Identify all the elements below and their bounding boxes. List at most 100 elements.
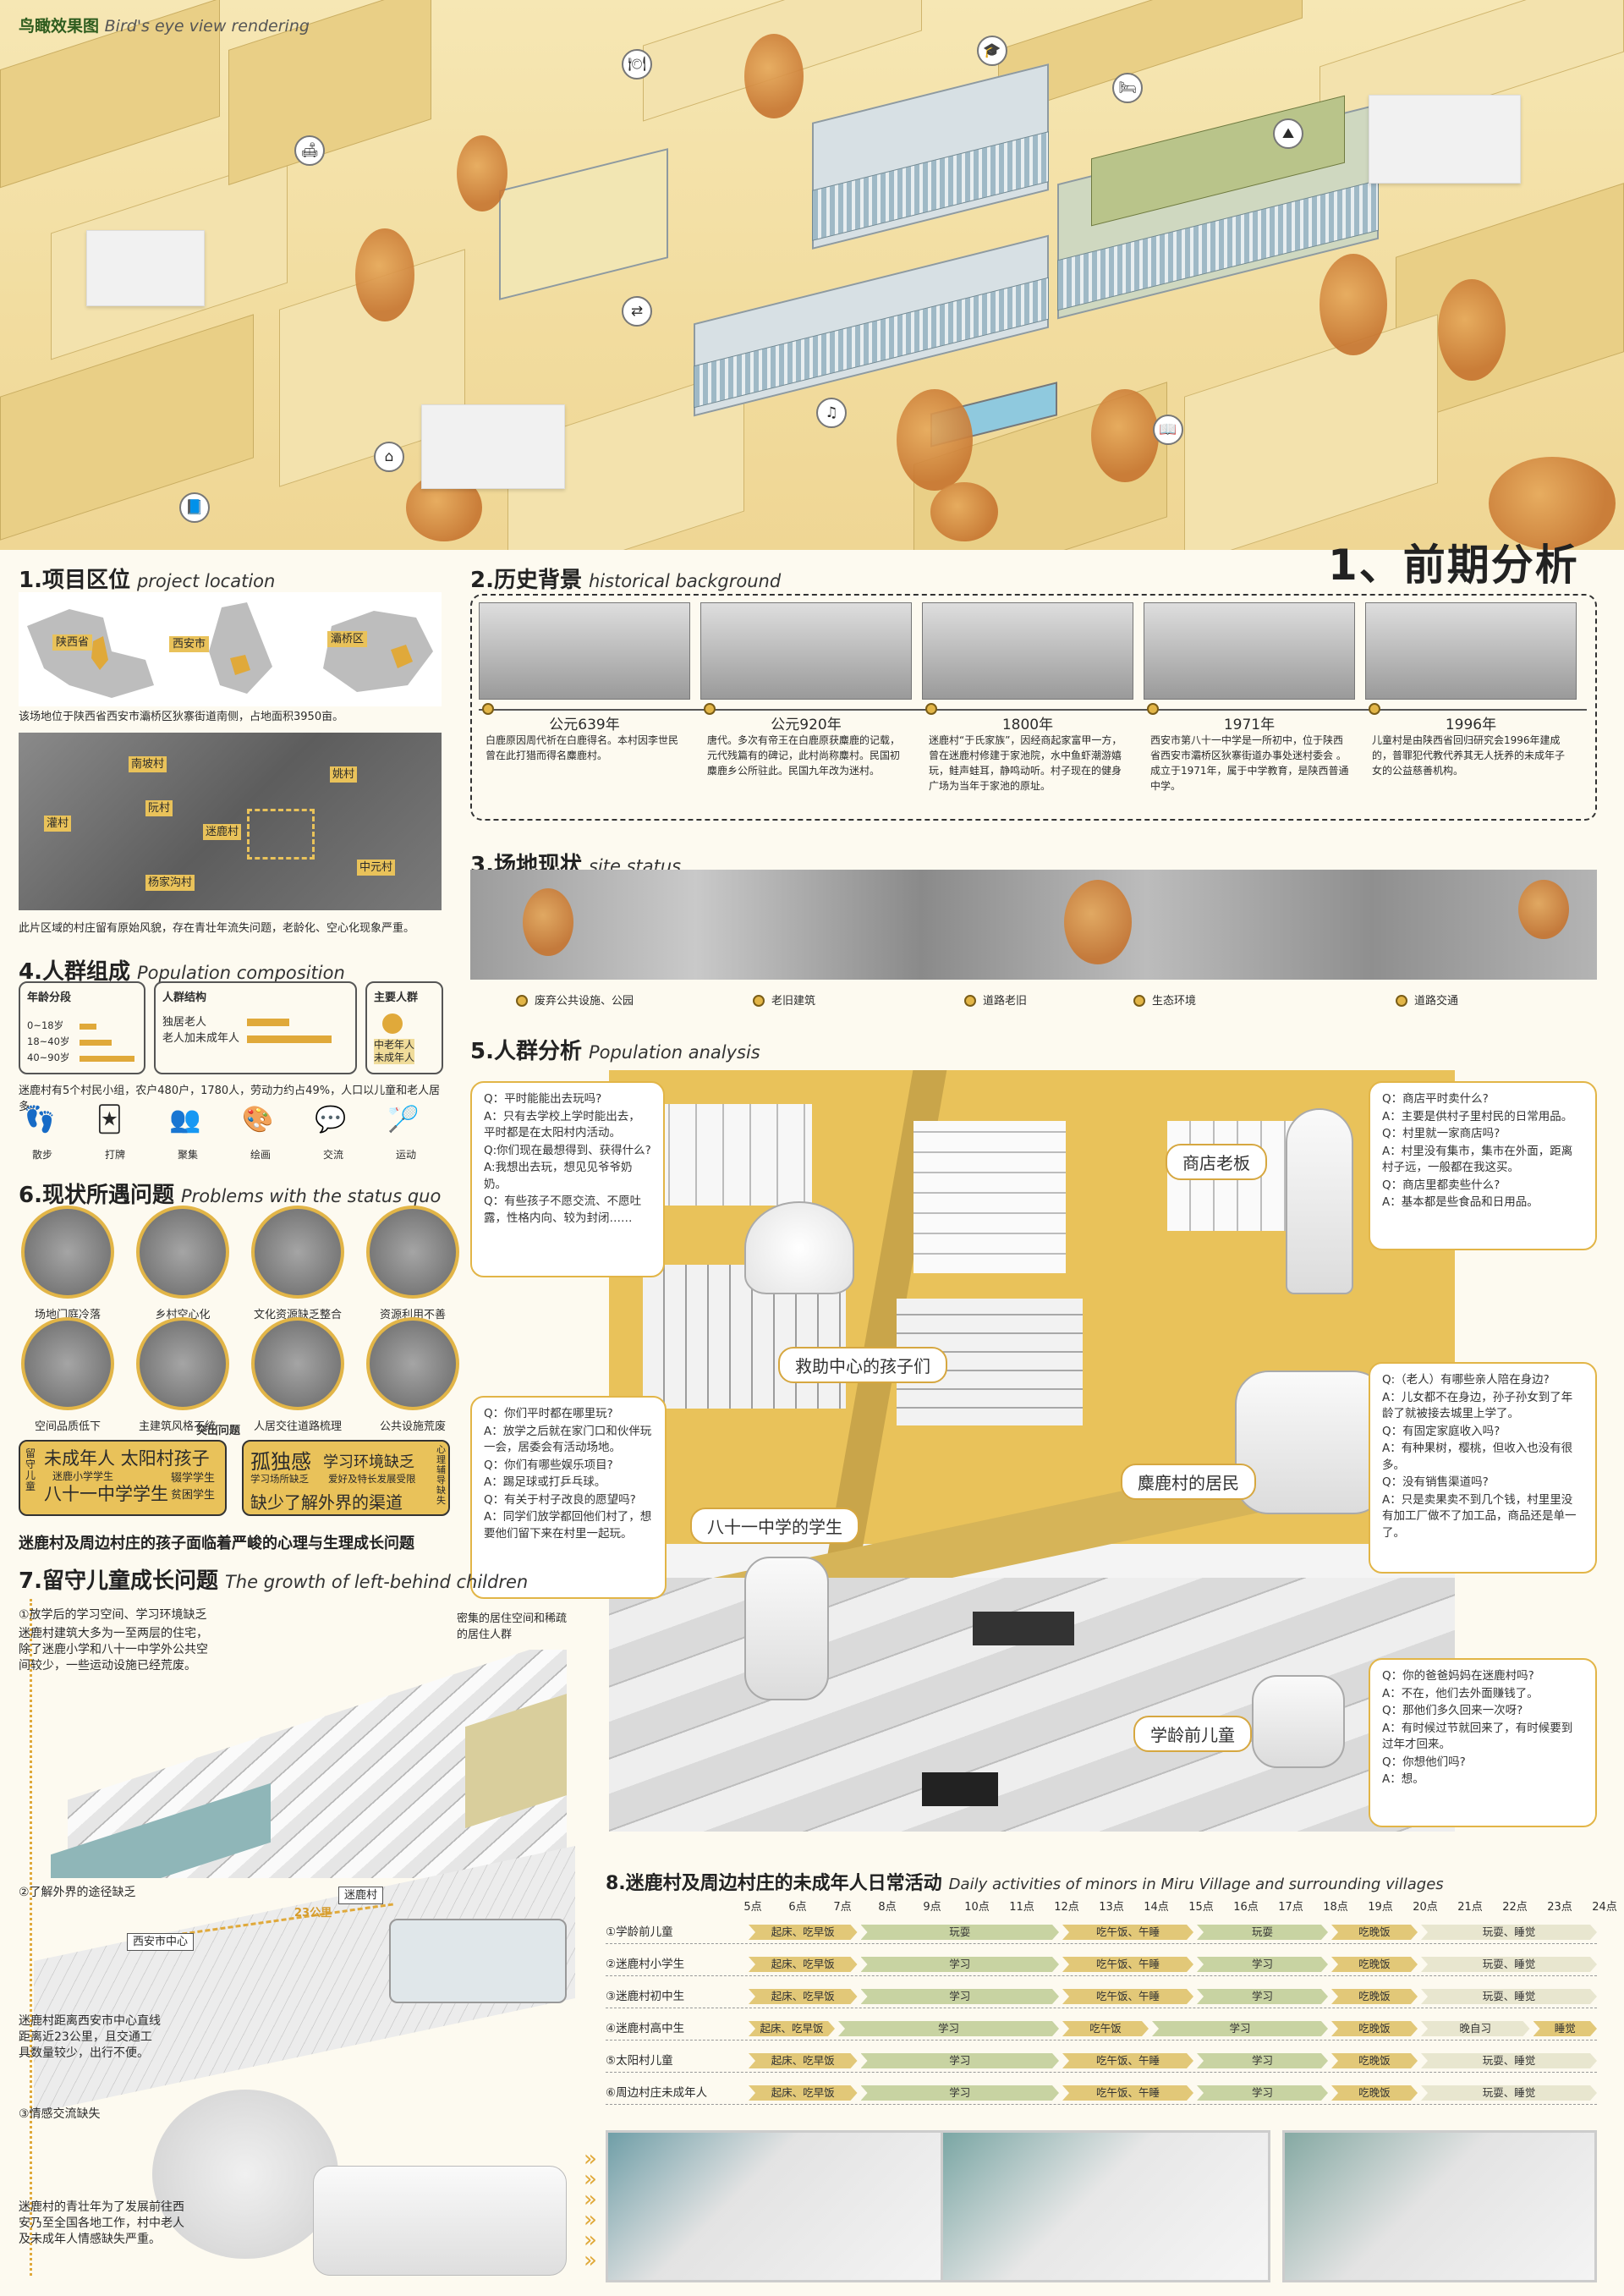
interview-line: Q：你的爸爸妈妈在迷鹿村吗? — [1382, 1669, 1534, 1683]
problem-label: 资源利用不善 — [379, 1309, 446, 1321]
chip-sub: 迷鹿小学学生 — [52, 1470, 114, 1482]
problem-label: 主建筑风格不统一 — [138, 1420, 227, 1433]
village-label: 杨家沟村 — [145, 875, 195, 891]
schedule-bar: 玩耍、睡觉 — [1421, 2085, 1597, 2101]
schedule-divider — [606, 2104, 1597, 2105]
timeline-year: 公元639年 — [549, 717, 620, 733]
highlight-label: 突出问题 — [196, 1425, 241, 1437]
tag-rescue-children: 救助中心的孩子们 — [778, 1347, 947, 1383]
aerial-map: 南坡村 姚村 灌村 阮村 迷鹿村 杨家沟村 中元村 — [19, 733, 442, 910]
elderly-figure — [1235, 1370, 1387, 1514]
route-end: 西安市中心 — [127, 1933, 195, 1951]
interview-line: Q：你们有哪些娱乐项目? — [484, 1458, 613, 1472]
activity-label: 聚集 — [177, 1149, 198, 1161]
schedule-bar: 学习 — [1197, 1957, 1328, 1972]
activity-label: 运动 — [395, 1149, 416, 1161]
interview-line: Q：没有销售渠道吗? — [1382, 1475, 1489, 1489]
education-icon: 🎓 — [977, 36, 1007, 66]
main-group-label: 中老年人 未成年人 — [374, 1039, 415, 1064]
interview-line: Q：那他们多久回来一次呀? — [1382, 1704, 1523, 1717]
site-dot — [1396, 995, 1407, 1007]
interview-line: Q：村里就一家商店吗? — [1382, 1127, 1501, 1140]
dense-village-model — [25, 1650, 567, 1878]
schedule-divider — [606, 2040, 1597, 2041]
main-group-title: 主要人群 — [374, 991, 419, 1004]
tag-villagers: 麋鹿村的居民 — [1121, 1464, 1256, 1500]
family-figures — [313, 2166, 567, 2276]
chip-main: 八十一中学学生 — [44, 1484, 168, 1504]
schedule-bar: 玩耍、睡觉 — [1421, 1925, 1597, 1940]
footprint-icon: 👣 — [24, 1105, 56, 1134]
schedule-bar: 起床、吃早饭 — [749, 1989, 858, 2004]
schedule-row-label: ②迷鹿村小学生 — [606, 1958, 685, 1971]
timeline-dot — [704, 703, 716, 715]
schedule-row-label: ①学龄前儿童 — [606, 1925, 673, 1939]
hour-label: 12点 — [1054, 1901, 1079, 1914]
age-row: 40~90岁 — [27, 1050, 137, 1066]
bed-icon: 🛏 — [1112, 73, 1143, 103]
shop-owner-figure — [1286, 1108, 1353, 1294]
hour-label: 10点 — [964, 1901, 990, 1914]
route-start: 迷鹿村 — [338, 1887, 384, 1904]
hour-label: 9点 — [923, 1901, 941, 1914]
schedule-bar: 睡觉 — [1533, 2021, 1598, 2036]
racket-icon: 🏸 — [387, 1105, 420, 1134]
map-label-shaanxi: 陕西省 — [52, 634, 93, 651]
timeline-text: 迷鹿村“于氏家族”，因经商起家富甲一方，曾在迷鹿村修建于家池院，水中鱼虾潮游嬉玩… — [929, 734, 1122, 792]
interview-line: Q：有些孩子不愿交流、不愿吐露，性格内向、较为封闭…… — [484, 1195, 642, 1225]
site-status-label: 废弃公共设施、公园 — [535, 995, 634, 1008]
problem-photo — [366, 1206, 459, 1299]
interview-shop-owner: Q：商店平时卖什么?A：主要是供村子里村民的日常用品。Q：村里就一家商店吗?A：… — [1369, 1081, 1597, 1250]
timeline-year: 1996年 — [1445, 717, 1497, 733]
hour-label: 11点 — [1009, 1901, 1034, 1914]
interview-preschool: Q：你的爸爸妈妈在迷鹿村吗?A：不在，他们去外面赚钱了。Q：那他们多久回来一次呀… — [1369, 1658, 1597, 1827]
growth-problem-2-text: 迷鹿村距离西安市中心直线距离近23公里，且交通工具数量较少，出行不便。 — [19, 2014, 161, 2060]
schedule-bar: 吃午饭、午睡 — [1062, 2085, 1193, 2101]
interview-line: Q：商店平时卖什么? — [1382, 1092, 1489, 1106]
gather-icon: 👥 — [169, 1105, 201, 1134]
village-label: 姚村 — [330, 766, 358, 783]
problem-photo — [136, 1206, 229, 1299]
interview-villagers: Q:（老人）有哪些亲人陪在身边?A：儿女都不在身边，孙子孙女到了年龄了就被接去城… — [1369, 1362, 1597, 1574]
interview-line: A:我想出去玩，想见见爷爷奶奶。 — [484, 1161, 633, 1191]
schedule-bar: 学习 — [838, 2021, 1059, 2036]
location-maps: 陕西省 西安市 灞桥区 — [19, 592, 442, 706]
interview-line: A：有种果树，樱桃，但收入也没有很多。 — [1382, 1442, 1573, 1472]
schedule-bar: 玩耍、睡觉 — [1421, 2053, 1597, 2068]
site-status-strip — [470, 870, 1597, 980]
activity-label: 绘画 — [250, 1149, 271, 1161]
schedule-bar: 学习 — [1197, 1989, 1328, 2004]
schedule-bar: 学习 — [861, 2053, 1060, 2068]
site-dot — [516, 995, 528, 1007]
interview-line: A：想。 — [1382, 1772, 1424, 1786]
schedule-bar: 吃晚饭 — [1331, 1989, 1418, 2004]
shelter-icon: ⌂ — [374, 442, 404, 472]
interview-line: Q：你们平时都在哪里玩? — [484, 1407, 613, 1420]
timeline-text: 西安市第八十一中学是一所初中，位于陕西省西安市灞桥区狄寨街道办事处迷村委会 。成… — [1150, 734, 1349, 792]
growth-problem-1-title: ①放学后的学习空间、学习环境缺乏 — [19, 1608, 207, 1622]
tag-preschool: 学龄前儿童 — [1133, 1716, 1252, 1752]
tag-students: 八十一中学的学生 — [690, 1508, 859, 1544]
schedule-bar: 学习 — [861, 2085, 1060, 2101]
hour-label: 5点 — [743, 1901, 762, 1914]
chip-main: 缺少了解外界的渠道 — [250, 1492, 403, 1513]
chip-sub: 贫困学生 — [171, 1489, 216, 1502]
location-desc: 该场地位于陕西省西安市灞桥区狄寨街道南侧，占地面积3950亩。 — [19, 711, 344, 723]
hour-label: 20点 — [1413, 1901, 1438, 1914]
growth-problem-3-title: ③情感交流缺失 — [19, 2107, 101, 2121]
schedule-divider — [606, 1943, 1597, 1944]
schedule-row-label: ⑤太阳村儿童 — [606, 2054, 673, 2068]
route-distance: 23公里 — [294, 1907, 332, 1920]
chip-sub: 爱好及特长发展受限 — [328, 1473, 416, 1485]
schedule-row-label: ③迷鹿村初中生 — [606, 1990, 685, 2003]
activity-label: 交流 — [322, 1149, 343, 1161]
hour-label: 6点 — [788, 1901, 807, 1914]
activity-label: 打牌 — [104, 1149, 125, 1161]
schedule-divider — [606, 2072, 1597, 2073]
hour-label: 16点 — [1233, 1901, 1259, 1914]
music-icon: ♫ — [816, 398, 847, 428]
hiking-icon: ⛰ — [1273, 118, 1303, 149]
